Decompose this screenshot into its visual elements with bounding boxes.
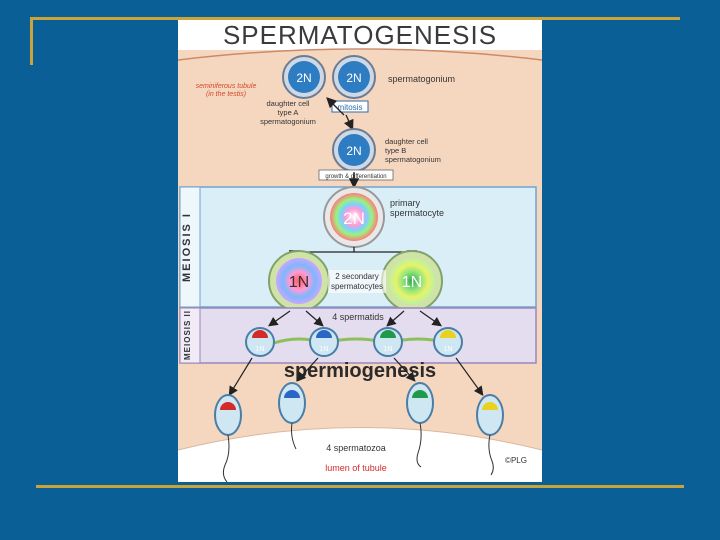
spermatogonium-cell-a: 2N <box>282 55 326 99</box>
spermiogenesis-label: spermiogenesis <box>284 360 436 382</box>
spermatozoon-blue <box>278 382 306 450</box>
in-testis-label: (in the testis) <box>206 91 246 98</box>
spermiogenesis-arrow <box>393 357 416 382</box>
spermatozoa-label: 4 spermatozoa <box>326 443 386 453</box>
diagram-svg: SPERMATOGENESIS seminiferous tubule (in … <box>178 20 542 482</box>
meiosis-ii-label: MEIOSIS II <box>183 310 192 360</box>
spermatid-red: 1N <box>245 327 275 357</box>
primary-label-line1: primary <box>390 198 421 208</box>
copyright-label: ©PLG <box>505 456 527 465</box>
primary-spermatocyte: 2N <box>323 186 385 248</box>
ploidy-label: 2N <box>343 209 365 228</box>
secondary-spermatocyte-right: 1N <box>381 250 443 312</box>
seminiferous-label: seminiferous tubule <box>196 83 257 90</box>
spermatid-green: 1N <box>373 327 403 357</box>
spermiogenesis-arrow <box>228 357 253 397</box>
spermatogonium-cell-b: 2N <box>332 55 376 99</box>
frame-top-line <box>30 17 680 20</box>
primary-label-line2: spermatocyte <box>390 208 444 218</box>
secondary-spermatocyte-left: 1N <box>268 250 330 312</box>
lumen-edge <box>178 427 542 451</box>
diagram-title: SPERMATOGENESIS <box>223 20 497 50</box>
mitosis-arrow-down <box>344 114 354 131</box>
ploidy-label: 2N <box>346 144 361 158</box>
daughter-b-line2: type B <box>385 146 406 155</box>
secondary-label-line1: 2 secondary <box>335 272 379 281</box>
ploidy-label: 2N <box>296 71 311 85</box>
mitosis-arrow-up <box>326 97 345 116</box>
ploidy-label: 1N <box>402 274 422 291</box>
ploidy-label: 1N <box>256 346 265 353</box>
ploidy-label: 1N <box>320 346 329 353</box>
daughter-b-line1: daughter cell <box>385 137 428 146</box>
lumen-area <box>178 427 542 482</box>
meiosis-ii-arrow <box>419 310 442 327</box>
frame-left-line <box>30 17 33 65</box>
daughter-b-line3: spermatogonium <box>385 155 441 164</box>
spermatogonium-type-b: 2N <box>332 128 376 172</box>
daughter-a-line2: type A <box>278 108 299 117</box>
spermatozoon-green <box>406 382 434 468</box>
growth-label: growth & differentiation <box>325 174 386 180</box>
ploidy-label: 2N <box>346 71 361 85</box>
secondary-label-bg <box>328 270 386 293</box>
spermatids-label: 4 spermatids <box>332 312 384 322</box>
ploidy-label: 1N <box>444 346 453 353</box>
spermatid-blue: 1N <box>309 327 339 357</box>
lumen-label: lumen of tubule <box>325 463 387 473</box>
ploidy-label: 1N <box>289 274 309 291</box>
meiosis-i-tab <box>179 186 201 308</box>
meiosis-ii-arrow <box>386 310 405 327</box>
ploidy-label: 1N <box>384 346 393 353</box>
daughter-a-line1: daughter cell <box>267 99 310 108</box>
spermatogenesis-diagram: SPERMATOGENESIS seminiferous tubule (in … <box>178 20 542 482</box>
meiosis-ii-arrow <box>305 310 324 327</box>
spermatid-yellow: 1N <box>433 327 463 357</box>
meiosis-ii-tab <box>179 307 201 364</box>
spermatozoon-red <box>214 394 242 482</box>
frame-bottom-line <box>36 485 684 488</box>
basement-membrane <box>178 48 542 61</box>
secondary-label-line2: spermatocytes <box>331 282 383 291</box>
meiosis-ii-arrow <box>268 310 291 327</box>
spermatogonium-label: spermatogonium <box>388 74 455 84</box>
spermatozoon-yellow <box>476 394 504 476</box>
mitosis-label: mitosis <box>338 103 363 112</box>
daughter-a-line3: spermatogonium <box>260 117 316 126</box>
meiosis-i-label: MEIOSIS I <box>181 212 193 282</box>
spermiogenesis-arrow <box>296 357 319 382</box>
meiosis-ii-band <box>179 307 537 364</box>
spermiogenesis-arrow <box>455 357 484 396</box>
